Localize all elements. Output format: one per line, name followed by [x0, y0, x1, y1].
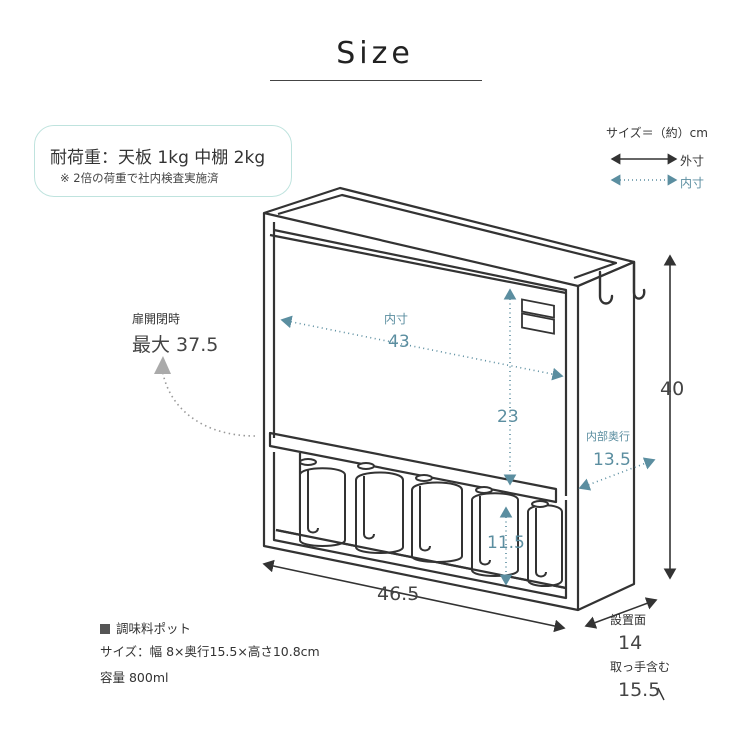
outer-width-line [262, 559, 566, 633]
pot-title: 調味料ポット [100, 618, 191, 637]
pot-3 [411, 474, 463, 563]
inner-width-value: 43 [388, 332, 410, 352]
door-handle-icon [521, 298, 555, 335]
pot-4 [471, 486, 519, 577]
handle-depth-label: 取っ手含む [610, 660, 671, 674]
legend-outer-label: 外寸 [680, 154, 705, 168]
inner-depth-value: 13.5 [593, 450, 631, 470]
pot-capacity-text: 容量 800ml [100, 670, 169, 685]
legend-title: サイズ＝（約）cm [606, 126, 708, 140]
handle-depth-value: 15.5 [618, 679, 661, 701]
legend-inner-label: 内寸 [680, 176, 705, 190]
square-bullet-icon [100, 624, 110, 634]
inner-depth-label: 内部奥行 [586, 430, 630, 443]
install-depth-line [584, 597, 658, 629]
pot-1 [299, 458, 346, 547]
door-open-label: 扉開閉時 [132, 312, 181, 326]
pot-title-text: 調味料ポット [116, 621, 192, 636]
load-capacity-text: 耐荷重：天板 1kg 中棚 2kg [50, 148, 266, 168]
inner-dimension-label: 内寸 [384, 312, 409, 326]
inner-width-line [280, 315, 564, 381]
load-capacity-box [34, 125, 292, 197]
page-title: Size [336, 36, 414, 71]
pot-size-text: サイズ：幅 8×奥行15.5×高さ10.8cm [100, 644, 320, 659]
inner-height-value: 23 [497, 407, 519, 427]
door-open-arrow [161, 367, 256, 437]
outer-width-value: 46.5 [377, 583, 420, 605]
pots [299, 458, 563, 587]
hook-icon [598, 260, 646, 305]
shelf-height-value: 11.5 [487, 533, 525, 553]
outer-height-value: 40 [660, 378, 685, 400]
title-underline [270, 80, 482, 81]
install-depth-label: 設置面 [610, 613, 647, 627]
pot-2 [355, 462, 404, 554]
door-open-arrowhead-icon [154, 356, 171, 374]
load-capacity-note: ※ 2倍の荷重で社内検査実施済 [60, 171, 219, 185]
install-depth-value: 14 [618, 632, 643, 654]
pot-5 [527, 500, 563, 587]
door-open-value: 最大 37.5 [132, 334, 219, 356]
handle-depth-tick [657, 687, 665, 701]
